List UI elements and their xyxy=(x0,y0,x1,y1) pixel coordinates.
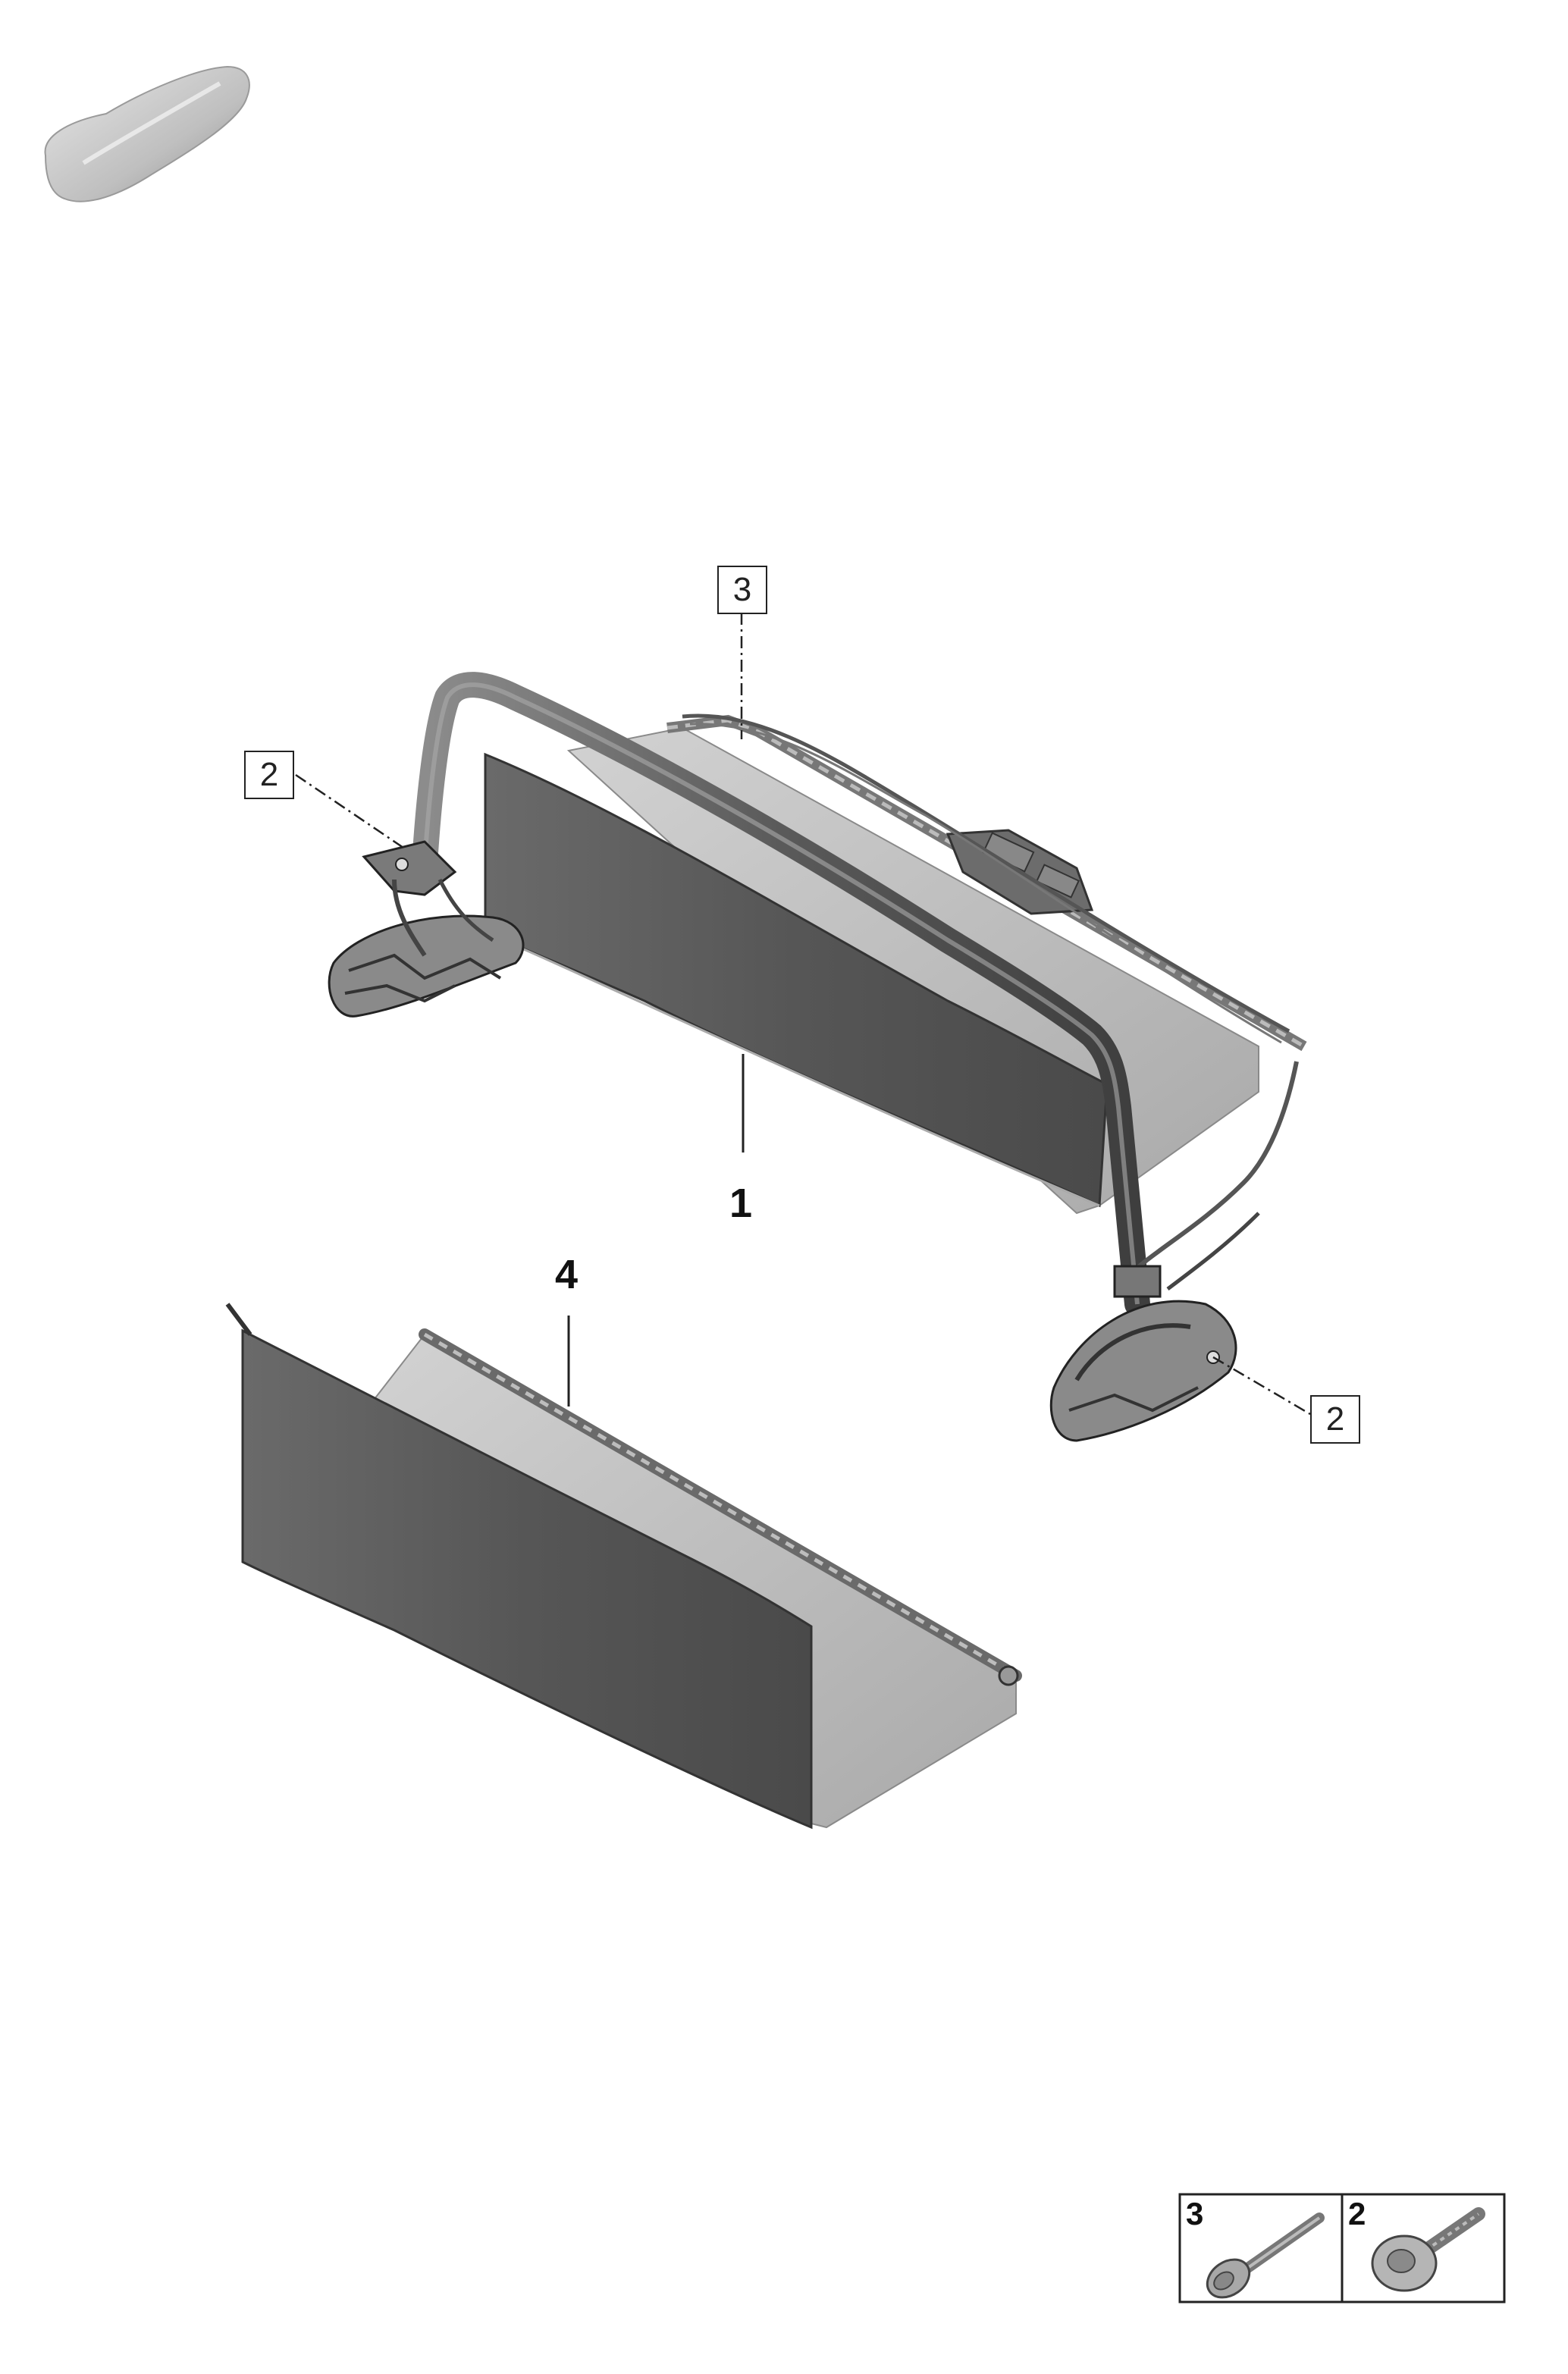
car-silhouette-icon xyxy=(44,65,250,202)
callout-part-2-right: 2 xyxy=(1310,1395,1360,1444)
left-hinge-bracket xyxy=(328,840,525,1018)
callout-part-1: 1 xyxy=(729,1181,753,1226)
legend-item-number-b: 2 xyxy=(1348,2196,1366,2231)
callout-part-2-left: 2 xyxy=(244,751,294,799)
legend-item-number-a: 3 xyxy=(1186,2196,1204,2231)
callout-part-4: 4 xyxy=(555,1252,579,1297)
wind-deflector-assembly xyxy=(328,672,1307,1442)
wind-deflector-net xyxy=(225,1303,1022,1830)
leader-lines xyxy=(295,613,1311,1416)
bolt-icon xyxy=(1206,2212,1325,2299)
flange-screw-icon xyxy=(1371,2207,1485,2292)
fastener-legend xyxy=(1178,2193,1506,2303)
callout-part-3: 3 xyxy=(717,566,767,614)
right-hinge-bracket xyxy=(1049,1061,1299,1442)
